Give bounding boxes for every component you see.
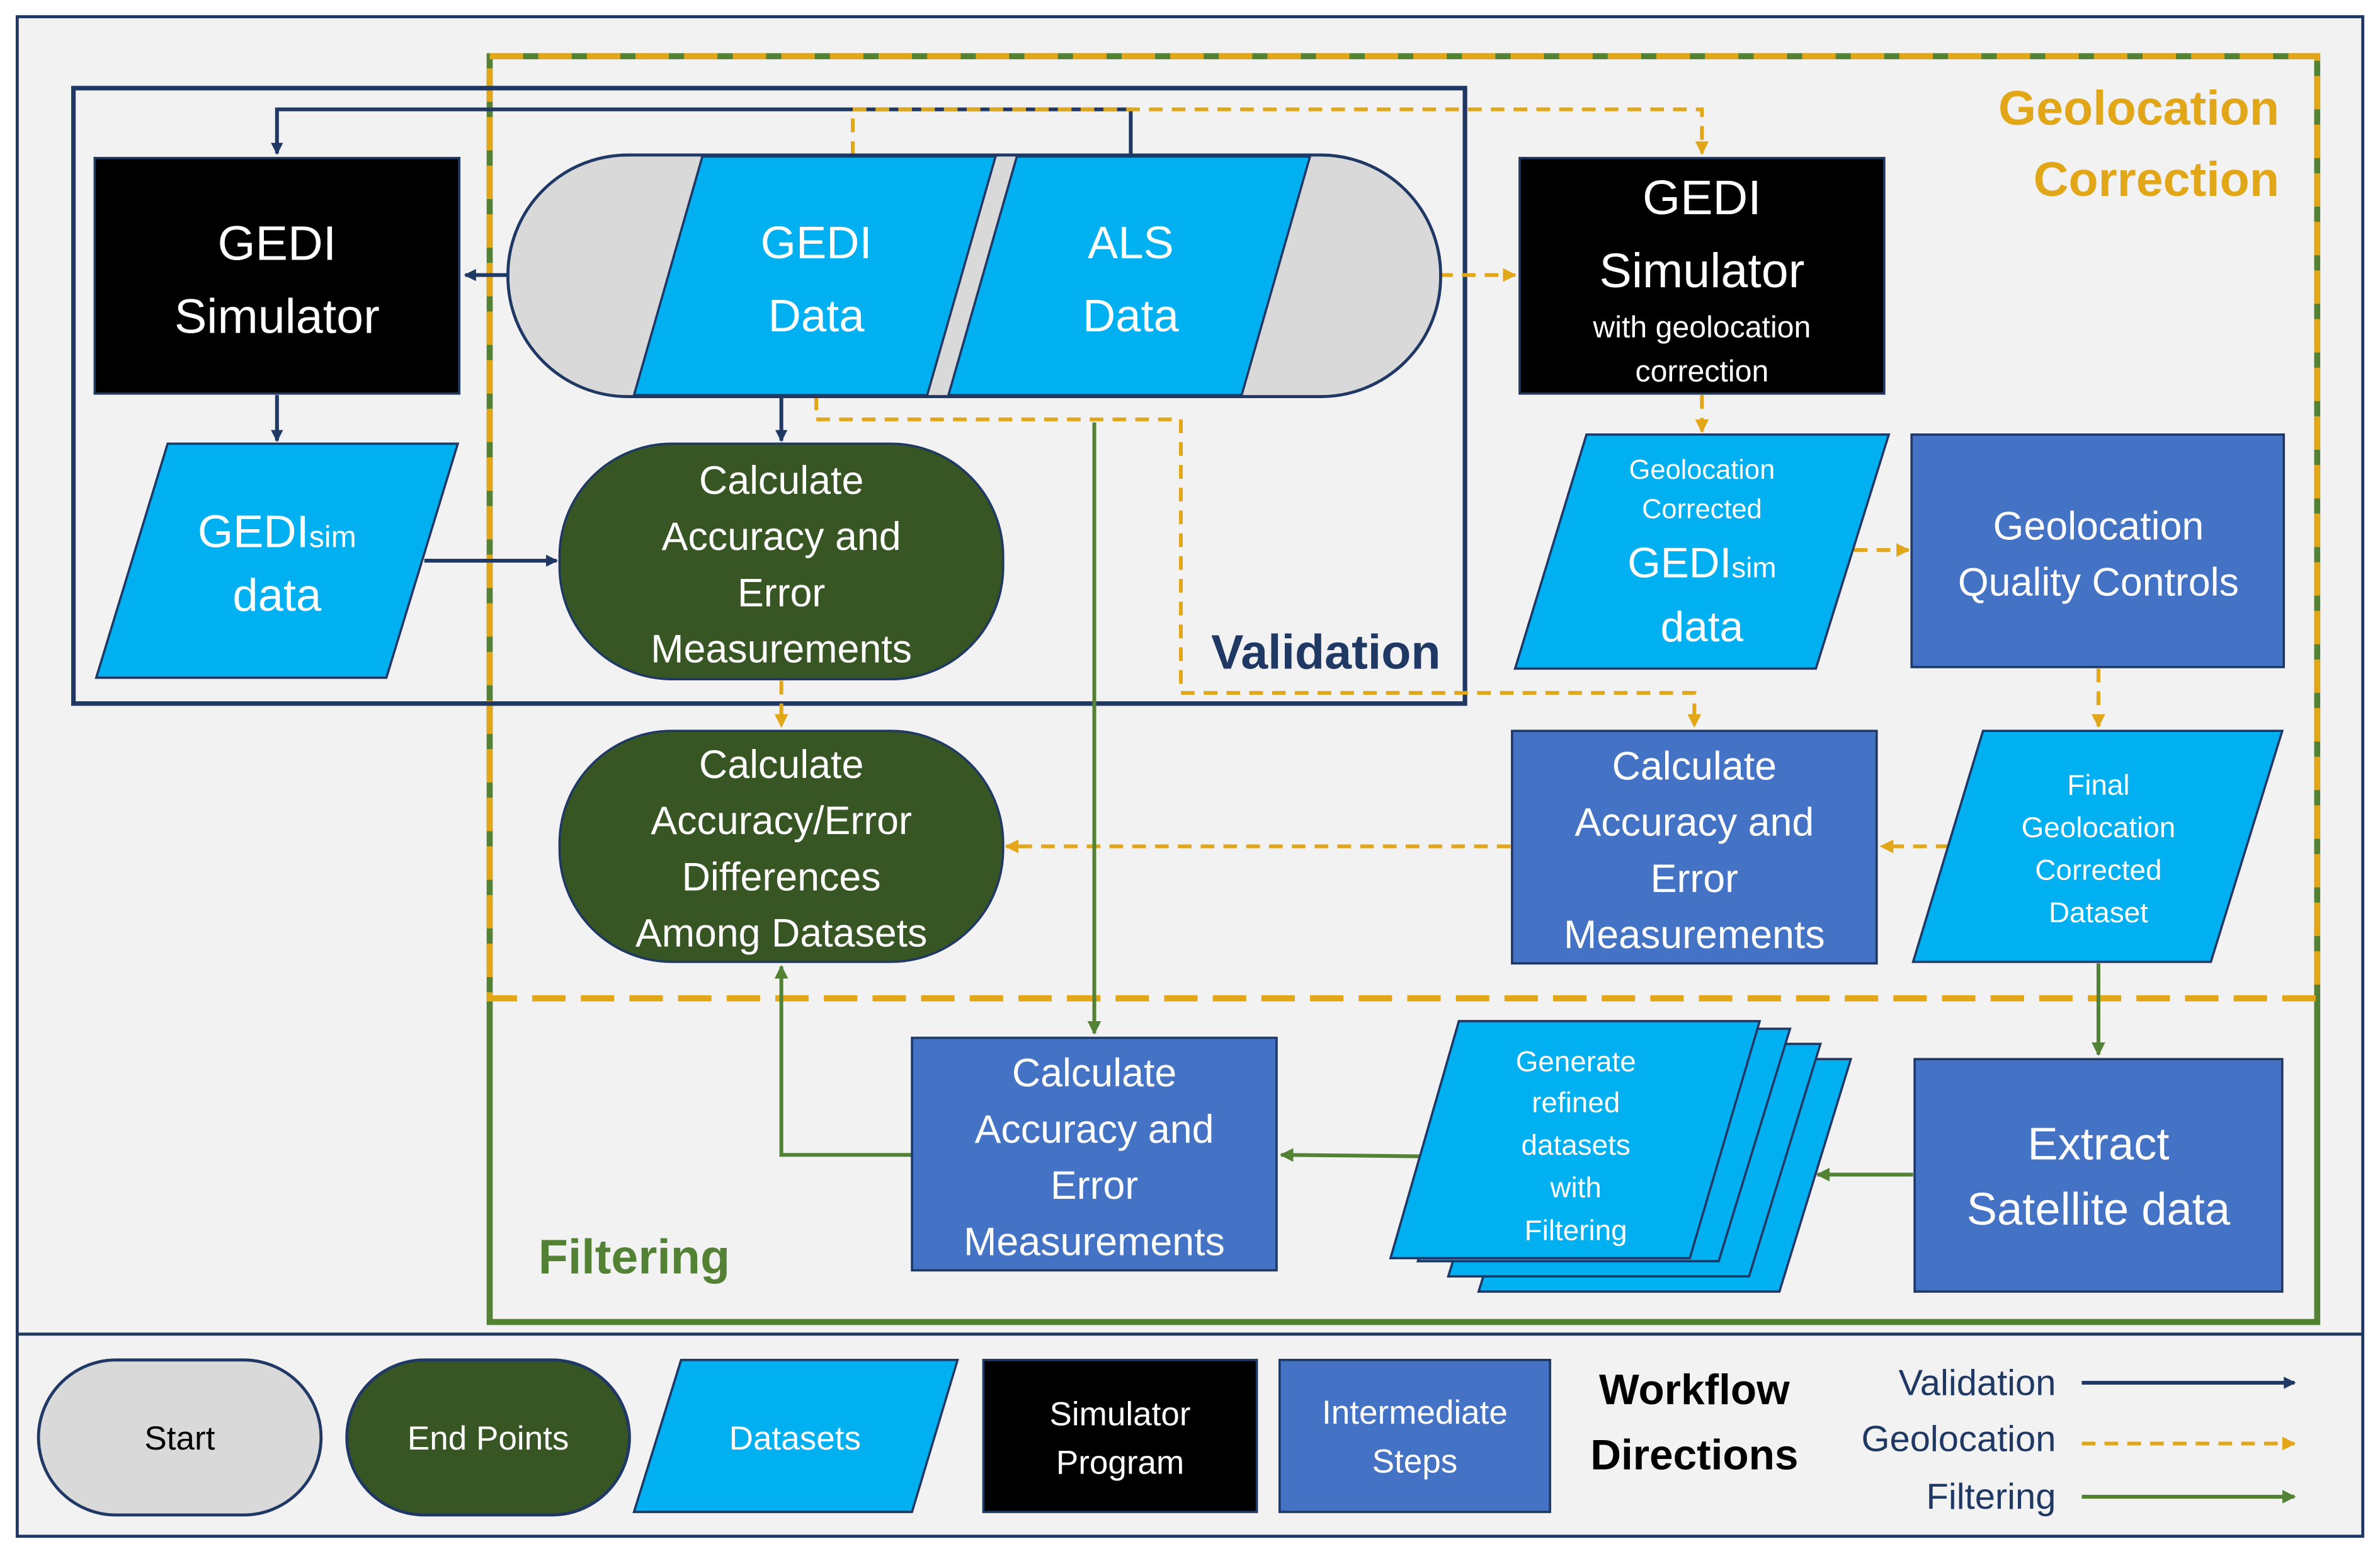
svg-text:Accuracy and: Accuracy and — [662, 515, 901, 559]
svg-text:correction: correction — [1635, 354, 1768, 388]
svg-text:Accuracy and: Accuracy and — [1574, 801, 1814, 845]
svg-text:Final: Final — [2067, 769, 2129, 801]
svg-text:Accuracy and: Accuracy and — [975, 1107, 1214, 1152]
svg-text:datasets: datasets — [1522, 1129, 1631, 1161]
calc-geo-node: Calculate Accuracy and Error Measurement… — [1511, 729, 1878, 965]
legend-end-points: End Points — [345, 1358, 631, 1517]
svg-text:Intermediate: Intermediate — [1322, 1394, 1508, 1431]
svg-text:Accuracy/Error: Accuracy/Error — [651, 799, 912, 843]
legend-datasets: Datasets — [632, 1359, 959, 1513]
legend-simulator: Simulator Program — [982, 1359, 1258, 1513]
geolocation-section-box — [486, 53, 2321, 1002]
svg-text:ALS: ALS — [1088, 217, 1174, 268]
svg-text:Dataset: Dataset — [2049, 896, 2148, 929]
calc-validation-endpoint: Calculate Accuracy and Error Measurement… — [558, 442, 1005, 681]
svg-text:Error: Error — [737, 571, 825, 615]
svg-text:data: data — [1661, 604, 1744, 651]
svg-text:Geolocation: Geolocation — [1629, 455, 1775, 485]
svg-text:Data: Data — [768, 290, 865, 341]
svg-text:Measurements: Measurements — [964, 1220, 1225, 1264]
validation-section-box — [71, 86, 1467, 706]
svg-text:with geolocation: with geolocation — [1592, 310, 1811, 344]
svg-text:Calculate: Calculate — [699, 743, 863, 787]
svg-text:Corrected: Corrected — [2035, 854, 2161, 886]
extract-satellite-node: Extract Satellite data — [1913, 1058, 2284, 1293]
legend-direction-filtering: Filtering — [1927, 1477, 2296, 1517]
svg-text:Error: Error — [1651, 857, 1738, 901]
svg-text:End Points: End Points — [407, 1420, 569, 1457]
svg-text:Data: Data — [1083, 290, 1180, 341]
svg-text:Datasets: Datasets — [729, 1420, 861, 1457]
svg-text:Calculate: Calculate — [1012, 1051, 1176, 1095]
svg-text:Differences: Differences — [682, 855, 881, 899]
svg-text:Geolocation: Geolocation — [1993, 504, 2204, 548]
filtering-connectors — [774, 422, 2105, 1182]
svg-text:Filtering: Filtering — [1927, 1477, 2056, 1517]
svg-text:Calculate: Calculate — [699, 459, 863, 503]
svg-text:GEDI: GEDI — [217, 216, 336, 270]
calc-filter-node: Calculate Accuracy and Error Measurement… — [911, 1036, 1278, 1272]
validation-section-title: Validation — [1211, 625, 1441, 679]
als-data-node: ALS Data — [947, 155, 1312, 396]
svg-text:Error: Error — [1051, 1164, 1138, 1208]
svg-text:GEDIsim: GEDIsim — [1627, 540, 1776, 587]
gedisim-data-node: GEDIsim data — [94, 442, 460, 679]
gedi-data-node: GEDI Data — [632, 155, 998, 396]
svg-text:Quality Controls: Quality Controls — [1958, 561, 2239, 605]
svg-text:Corrected: Corrected — [1642, 495, 1762, 525]
svg-text:Calculate: Calculate — [1612, 744, 1777, 788]
svg-text:Measurements: Measurements — [651, 627, 912, 672]
svg-text:Start: Start — [144, 1420, 215, 1457]
svg-text:Extract: Extract — [2027, 1118, 2169, 1169]
svg-text:GEDI: GEDI — [1643, 171, 1762, 225]
legend-direction-validation: Validation — [1898, 1363, 2296, 1403]
svg-text:GEDI: GEDI — [761, 217, 872, 268]
svg-text:Geolocation: Geolocation — [2022, 811, 2176, 844]
geo-corrected-data-node: Geolocation Corrected GEDIsim data — [1513, 433, 1891, 670]
refined-datasets-node: Generate refined datasets with Filtering — [1389, 1020, 1853, 1293]
svg-text:Geolocation: Geolocation — [1862, 1419, 2056, 1460]
svg-text:Simulator: Simulator — [1599, 244, 1804, 298]
filtering-section-title: Filtering — [538, 1230, 730, 1284]
legend: Start End Points Datasets Simulator Prog… — [37, 1358, 2296, 1517]
svg-text:Validation: Validation — [1898, 1363, 2056, 1403]
svg-text:data: data — [232, 570, 322, 621]
svg-text:Among Datasets: Among Datasets — [635, 912, 928, 956]
geo-quality-node: Geolocation Quality Controls — [1910, 433, 2286, 668]
svg-text:Generate: Generate — [1516, 1046, 1636, 1078]
gedi-simulator-geo-node: GEDI Simulator with geolocation correcti… — [1518, 157, 1886, 395]
legend-direction-geolocation: Geolocation — [1862, 1419, 2296, 1460]
legend-start: Start — [37, 1358, 323, 1517]
svg-text:Measurements: Measurements — [1564, 913, 1825, 957]
final-dataset-node: Final Geolocation Corrected Dataset — [1911, 729, 2284, 963]
gedi-simulator-node: GEDI Simulator — [93, 157, 461, 395]
svg-text:Filtering: Filtering — [1525, 1214, 1627, 1246]
legend-intermediate: Intermediate Steps — [1278, 1359, 1551, 1513]
svg-text:Simulator: Simulator — [1050, 1396, 1191, 1433]
svg-text:with: with — [1549, 1172, 1602, 1204]
svg-text:Program: Program — [1056, 1444, 1184, 1482]
calc-differences-endpoint: Calculate Accuracy/Error Differences Amo… — [558, 729, 1005, 963]
svg-text:GEDIsim: GEDIsim — [198, 506, 356, 557]
svg-text:Satellite data: Satellite data — [1967, 1184, 2231, 1235]
svg-text:Simulator: Simulator — [174, 289, 380, 343]
svg-text:refined: refined — [1532, 1087, 1620, 1119]
svg-text:Steps: Steps — [1372, 1443, 1458, 1480]
